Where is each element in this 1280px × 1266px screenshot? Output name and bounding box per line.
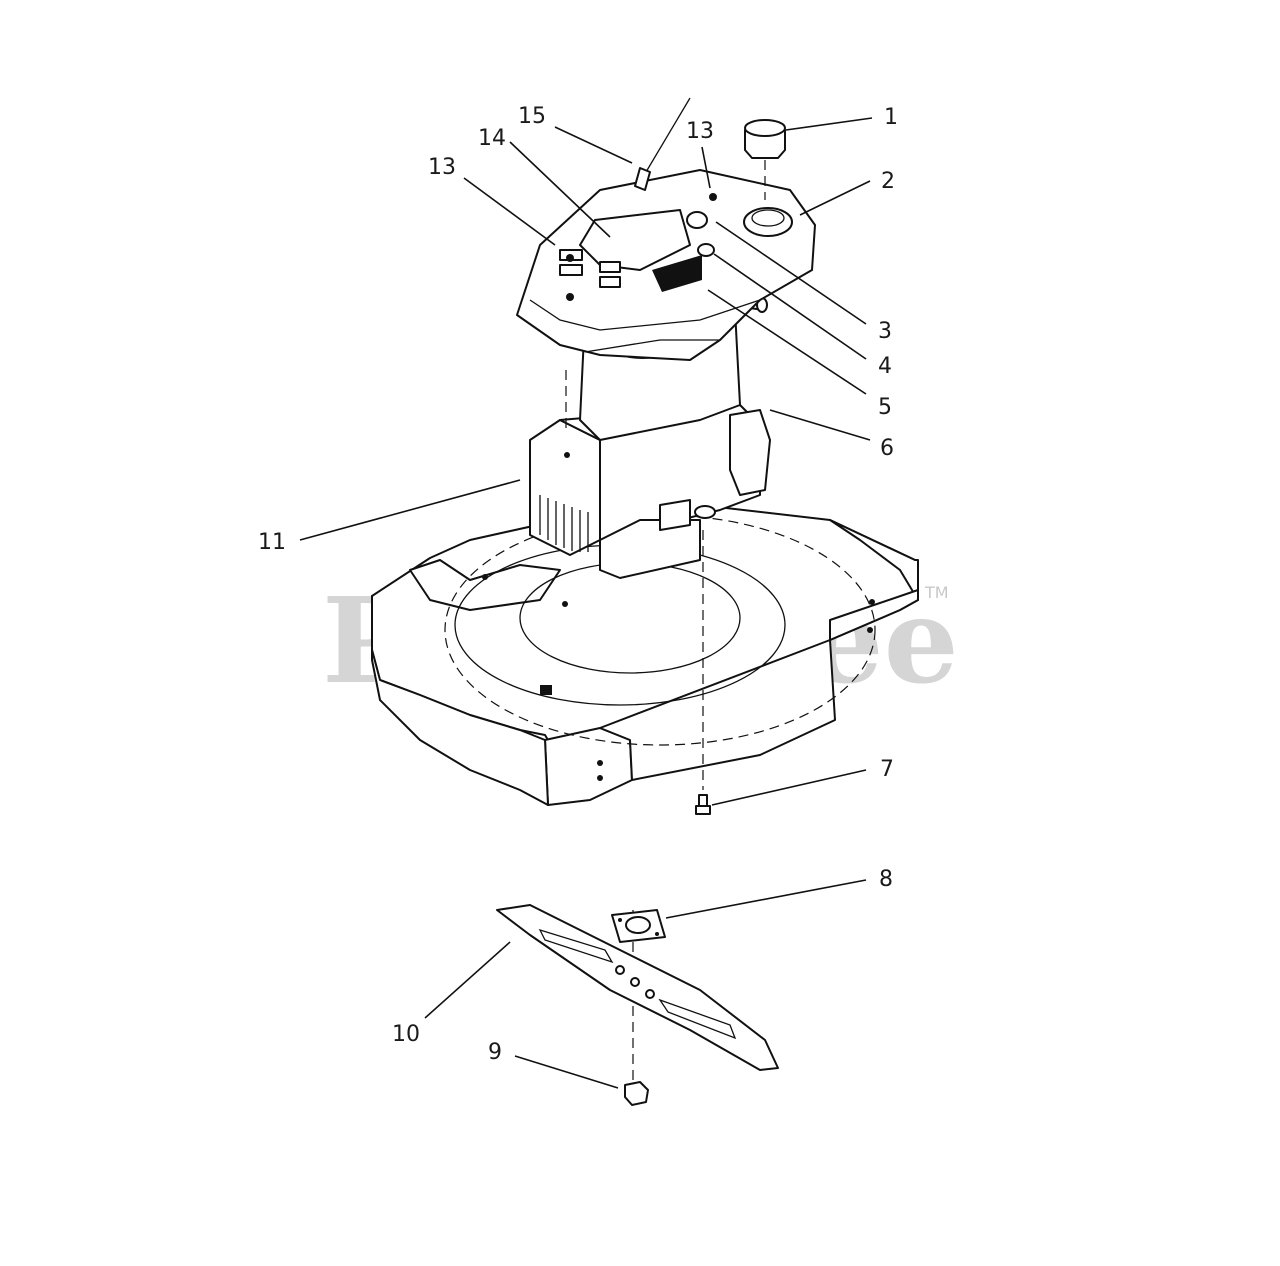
callout-10: 10 bbox=[392, 1022, 420, 1047]
fuel-cap bbox=[744, 119, 786, 200]
callout-1: 1 bbox=[884, 105, 898, 130]
callout-7: 7 bbox=[880, 757, 894, 782]
callout-9: 9 bbox=[488, 1040, 502, 1065]
primer-rod bbox=[634, 97, 691, 191]
leader-lines bbox=[299, 117, 873, 1089]
callout-5: 5 bbox=[878, 395, 892, 420]
callout-13-top: 13 bbox=[686, 119, 714, 144]
callout-4: 4 bbox=[878, 354, 892, 379]
callouts: 1 2 3 4 5 6 7 8 9 10 11 13 13 14 15 bbox=[258, 104, 898, 1065]
mower-deck bbox=[371, 504, 919, 806]
blade-adapter bbox=[611, 909, 666, 943]
blade-bolt bbox=[695, 794, 711, 815]
callout-3: 3 bbox=[878, 319, 892, 344]
callout-14: 14 bbox=[478, 126, 506, 151]
callout-15: 15 bbox=[518, 104, 546, 129]
engine-shroud bbox=[516, 169, 816, 361]
mower-blade bbox=[496, 904, 779, 1071]
cooling-fins bbox=[539, 495, 589, 552]
callout-13-left: 13 bbox=[428, 155, 456, 180]
callout-11: 11 bbox=[258, 530, 286, 555]
callout-6: 6 bbox=[880, 436, 894, 461]
callout-8: 8 bbox=[879, 867, 893, 892]
callout-2: 2 bbox=[881, 169, 895, 194]
blade-nut bbox=[624, 1081, 649, 1106]
watermark-trademark: TM bbox=[924, 583, 949, 602]
